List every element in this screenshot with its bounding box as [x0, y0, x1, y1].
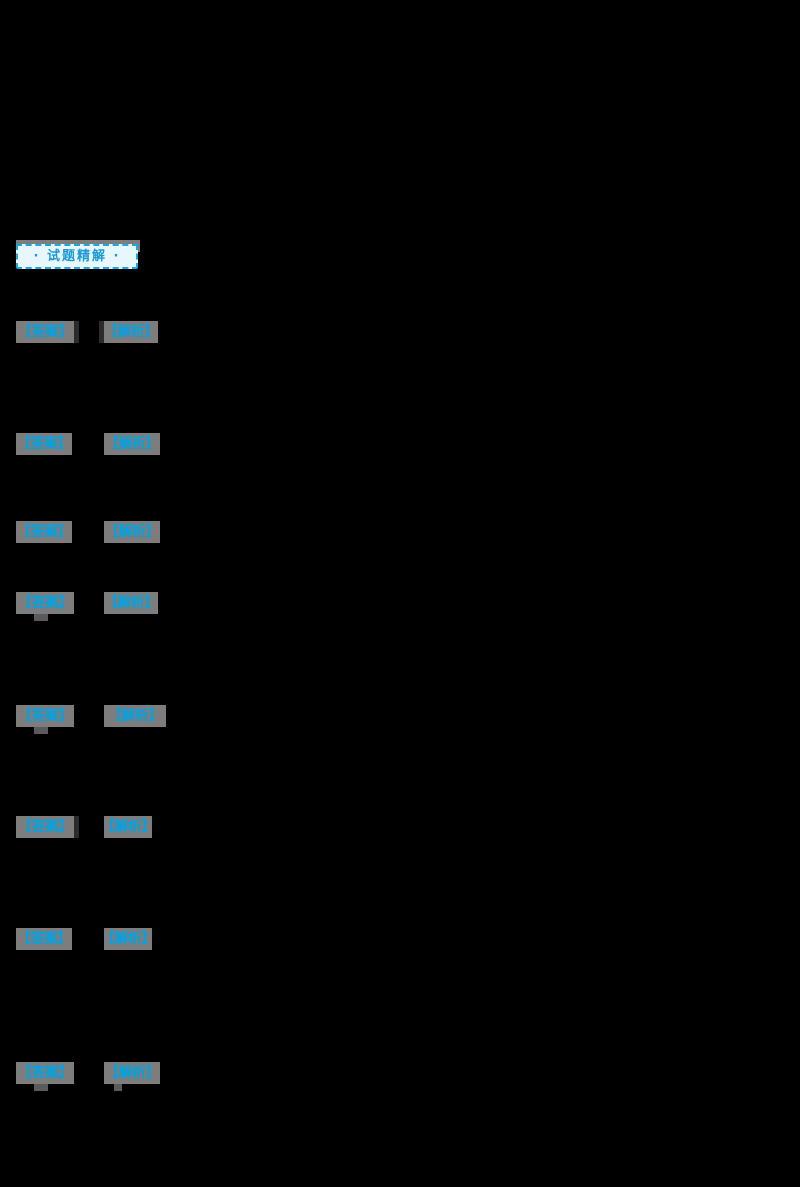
analysis-tag-label: 【解析】	[108, 708, 163, 724]
section-header-label: · 试题精解 ·	[33, 249, 121, 264]
answer-tag: 【答案】	[16, 433, 72, 455]
solution-row: 【答案】 【解析】	[0, 928, 800, 950]
solution-row: 【答案】 【解析】	[0, 1062, 800, 1091]
analysis-tag: 【解析】	[104, 928, 152, 950]
answer-tag: 【答案】	[16, 321, 74, 343]
answer-tag-label: 【答案】	[18, 595, 73, 611]
solution-row: 【答案】 【解析】	[0, 321, 800, 343]
analysis-tag: 【解析】	[104, 433, 160, 455]
analysis-tag-label: 【解析】	[104, 324, 158, 340]
exam-solutions-header: · 试题精解 ·	[16, 244, 138, 269]
solution-row: 【答案】 【解析】	[0, 433, 800, 455]
answer-descender-artifact	[34, 727, 48, 734]
analysis-body-redacted	[99, 321, 104, 343]
solution-row: 【答案】 【解析】	[0, 705, 800, 734]
answer-tag: 【答案】	[16, 592, 74, 614]
answer-tag: 【答案】	[16, 1062, 74, 1084]
analysis-tag-label: 【解析】	[104, 595, 158, 611]
analysis-tag-label: 【解析】	[104, 931, 152, 947]
answer-tag-label: 【答案】	[17, 524, 72, 540]
analysis-descender-artifact	[114, 1084, 122, 1091]
answer-tag-label: 【答案】	[18, 324, 73, 340]
answer-tag: 【答案】	[16, 521, 72, 543]
answer-tag: 【答案】	[16, 928, 72, 950]
analysis-tag-label: 【解析】	[105, 1065, 160, 1081]
solution-row: 【答案】 【解析】	[0, 521, 800, 543]
answer-tag-label: 【答案】	[17, 931, 72, 947]
answer-descender-artifact	[34, 1084, 48, 1091]
analysis-tag: 【解析】	[104, 705, 166, 727]
answer-tag-label: 【答案】	[18, 819, 73, 835]
answer-descender-artifact	[34, 614, 48, 621]
analysis-tag-label: 【解析】	[104, 819, 152, 835]
answer-body-redacted	[74, 816, 79, 838]
answer-tag-label: 【答案】	[17, 436, 72, 452]
analysis-tag: 【解析】	[104, 521, 160, 543]
answer-tag-label: 【答案】	[18, 1065, 73, 1081]
analysis-tag: 【解析】	[104, 592, 158, 614]
answer-tag: 【答案】	[16, 705, 74, 727]
analysis-tag: 【解析】	[104, 816, 152, 838]
analysis-tag: 【解析】	[104, 321, 158, 343]
answer-body-redacted	[74, 321, 79, 343]
analysis-tag-label: 【解析】	[105, 436, 160, 452]
section-header-container: · 试题精解 ·	[16, 240, 140, 272]
answer-tag-label: 【答案】	[18, 708, 73, 724]
answer-tag: 【答案】	[16, 816, 74, 838]
analysis-tag: 【解析】	[104, 1062, 160, 1084]
solution-row: 【答案】 【解析】	[0, 592, 800, 621]
analysis-tag-label: 【解析】	[105, 524, 160, 540]
solution-row: 【答案】 【解析】	[0, 816, 800, 838]
